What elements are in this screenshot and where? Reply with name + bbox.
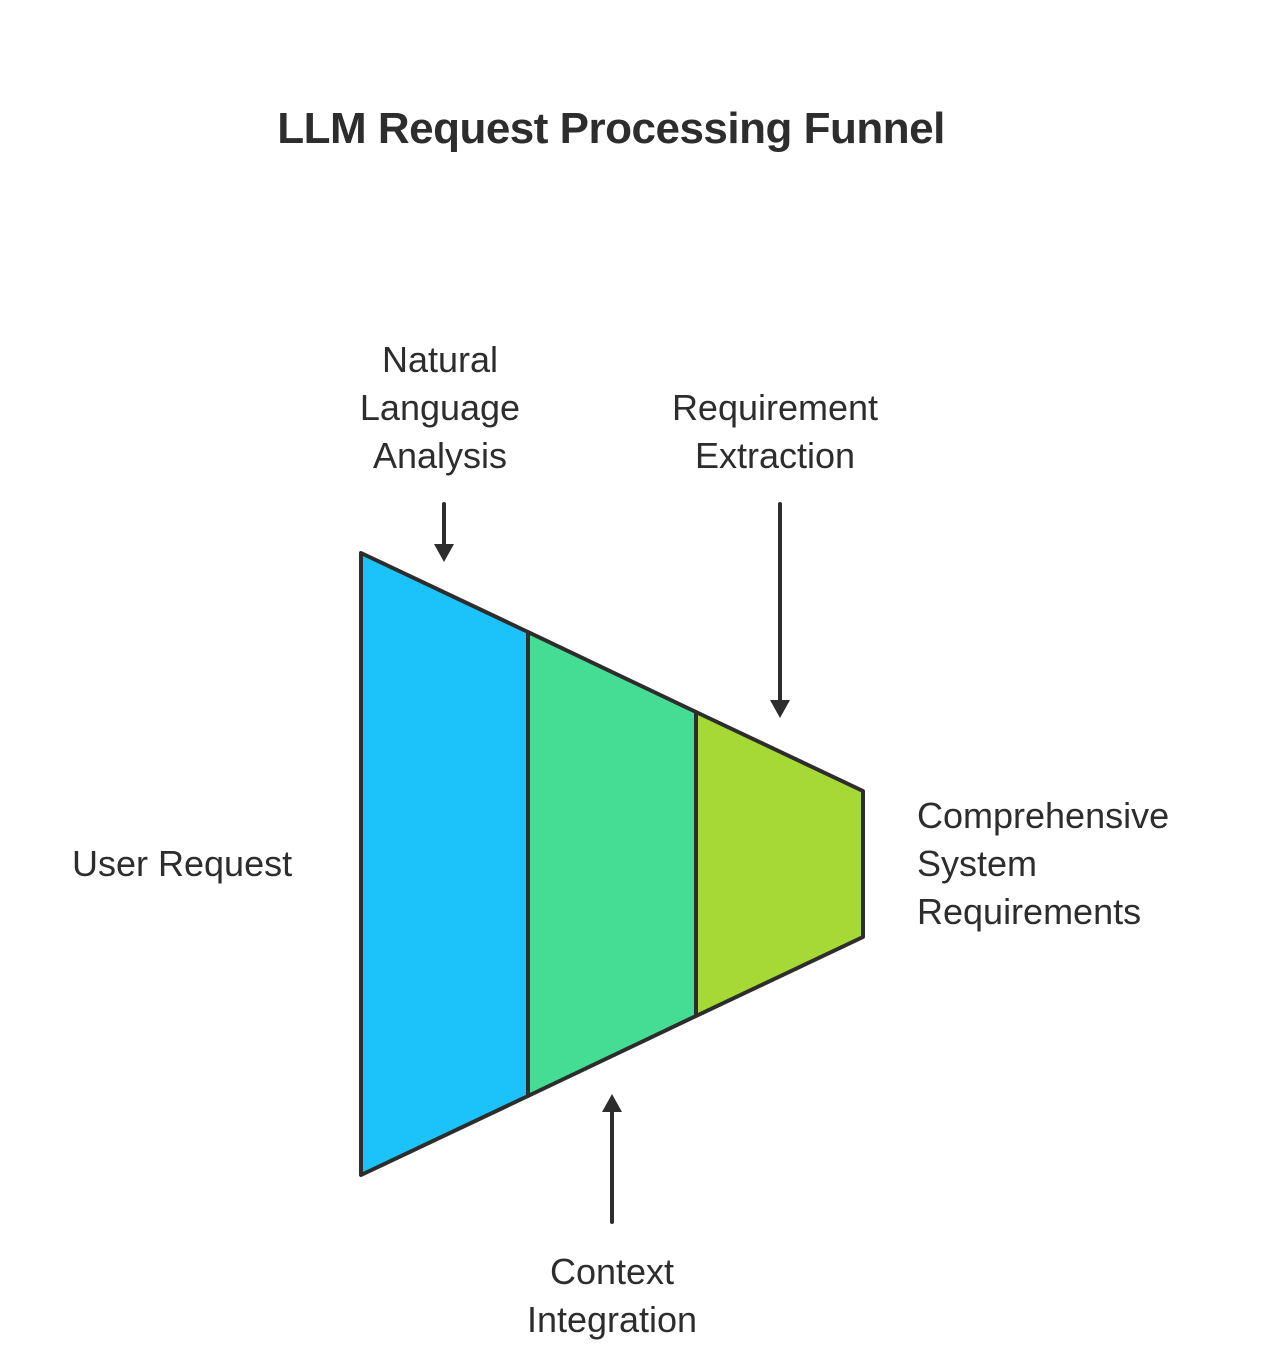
funnel-segment-requirement-extraction xyxy=(694,710,865,1018)
funnel-segment-context-integration xyxy=(526,630,698,1098)
nla-label-line: Analysis xyxy=(372,435,508,476)
output-label: Comprehensive System Requirements xyxy=(917,792,1169,936)
nla-label: Natural Language Analysis xyxy=(330,336,550,480)
input-label: User Request xyxy=(72,843,293,884)
output-label-line: Comprehensive xyxy=(917,795,1170,836)
req-label-line: Extraction xyxy=(694,435,856,476)
funnel-segment-natural-language-analysis xyxy=(359,551,530,1177)
diagram-title: LLM Request Processing Funnel xyxy=(277,104,945,153)
output-label-line: Requirements xyxy=(917,891,1142,932)
ctx-label-line: Integration xyxy=(526,1299,698,1340)
arrow-down-icon-nla xyxy=(434,502,454,562)
req-label-line: Requirement xyxy=(671,387,879,428)
arrow-down-icon-req xyxy=(770,502,790,718)
nla-label-line: Language xyxy=(359,387,521,428)
arrow-up-icon-ctx xyxy=(602,1094,622,1224)
ctx-label: Context Integration xyxy=(492,1248,732,1344)
output-label-line: System xyxy=(917,843,1038,884)
ctx-label-line: Context xyxy=(549,1251,675,1292)
nla-label-line: Natural xyxy=(381,339,499,380)
req-label: Requirement Extraction xyxy=(640,384,910,480)
